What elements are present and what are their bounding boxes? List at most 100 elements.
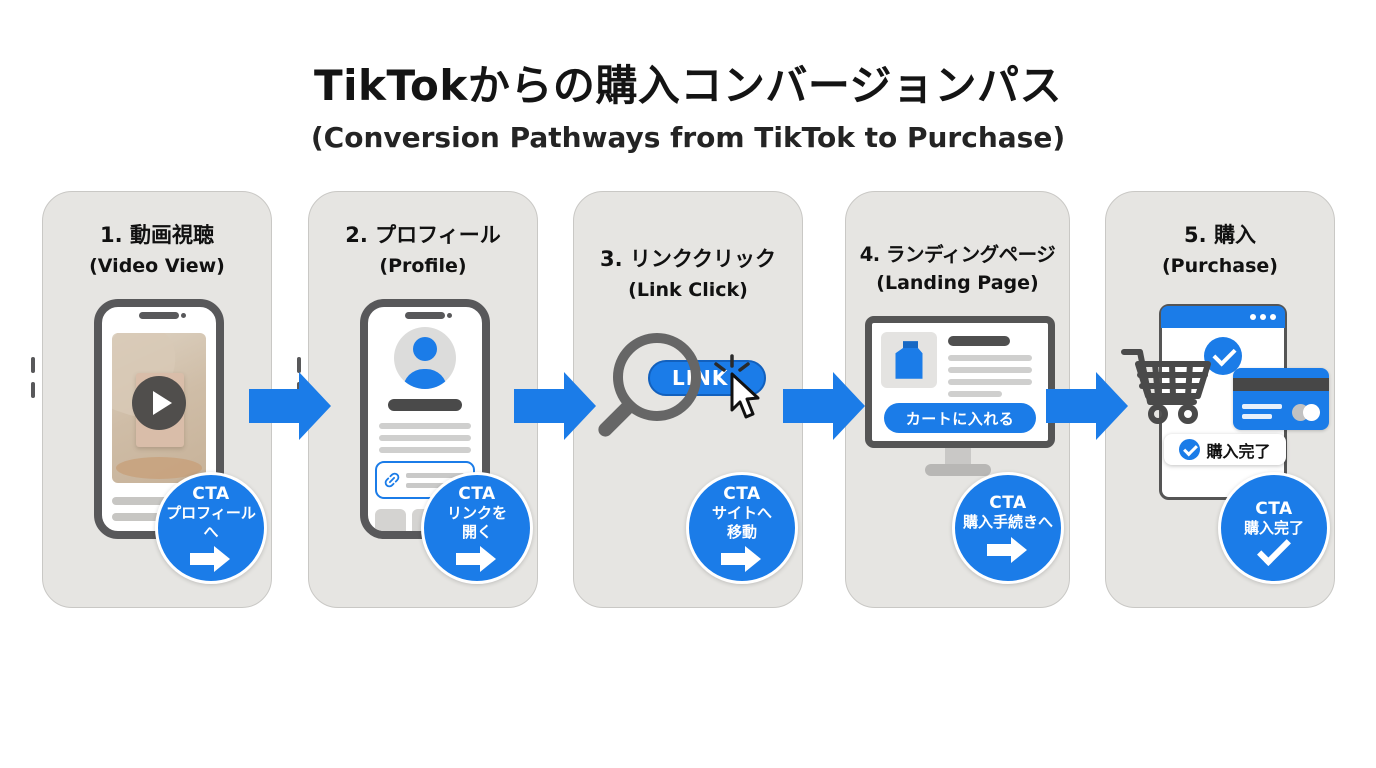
cta-line: 購入手続きへ bbox=[962, 513, 1053, 532]
cta-label: CTA bbox=[1255, 498, 1293, 519]
page-subtitle: (Conversion Pathways from TikTok to Purc… bbox=[310, 121, 1066, 154]
step-card-landing-page: 4. ランディングページ (Landing Page) カートに入れる CTA … bbox=[845, 191, 1070, 608]
phone-side-button bbox=[297, 357, 301, 373]
bio-link-box bbox=[375, 461, 475, 499]
link-icon bbox=[384, 472, 400, 488]
add-to-cart-label: カートに入れる bbox=[905, 409, 1015, 428]
step-card-video-view: 1. 動画視聴 (Video View) CTA プロフィール へ bbox=[31, 191, 272, 608]
play-icon bbox=[132, 376, 186, 430]
bio-text-line bbox=[379, 435, 471, 441]
phone-notch-icon bbox=[405, 312, 445, 319]
cta-line: サイトへ bbox=[711, 503, 772, 522]
cta-badge-go-to-site: CTA サイトへ 移動 bbox=[686, 472, 798, 584]
person-icon bbox=[403, 369, 447, 389]
step-title-ja: 5. 購入 bbox=[1184, 223, 1256, 247]
step-title-en: (Profile) bbox=[379, 254, 467, 277]
step-title-en: (Landing Page) bbox=[876, 272, 1039, 295]
phone-camera-icon bbox=[447, 313, 452, 318]
arrow-right-icon bbox=[987, 536, 1029, 563]
page-header: TikTokからの購入コンバージョンパス (Conversion Pathway… bbox=[0, 52, 1376, 154]
cursor-click-icon bbox=[710, 354, 774, 434]
phone-notch-icon bbox=[139, 312, 179, 319]
monitor-base bbox=[924, 464, 991, 476]
step-title-en: (Link Click) bbox=[628, 278, 748, 301]
photo-tray bbox=[116, 457, 202, 479]
monitor-stand bbox=[944, 448, 971, 464]
bio-text-line bbox=[379, 423, 471, 429]
cta-badge-to-checkout: CTA 購入手続きへ bbox=[952, 472, 1064, 584]
magnifier-handle-icon bbox=[595, 398, 637, 440]
cta-badge-purchase-complete: CTA 購入完了 bbox=[1218, 472, 1330, 584]
cta-badge-open-link: CTA リンクを 開く bbox=[421, 472, 533, 584]
cta-label: CTA bbox=[458, 483, 496, 504]
product-image bbox=[881, 332, 937, 388]
click-spark-icon bbox=[714, 354, 750, 372]
check-icon bbox=[1257, 532, 1291, 567]
step-card-profile: 2. プロフィール (Profile) bbox=[297, 191, 538, 608]
browser-dot-icon bbox=[1260, 314, 1266, 320]
step-heading: 5. 購入 (Purchase) bbox=[1106, 192, 1334, 280]
product-text-line bbox=[948, 379, 1032, 385]
purchase-complete-badge: 購入完了 bbox=[1164, 434, 1286, 465]
link-text-lines bbox=[406, 472, 464, 488]
cta-line: 開く bbox=[461, 522, 492, 541]
card-stripe bbox=[1233, 378, 1329, 391]
browser-dot-icon bbox=[1250, 314, 1256, 320]
shopping-cart-icon bbox=[1120, 344, 1214, 430]
step-card-purchase: 5. 購入 (Purchase) bbox=[1105, 191, 1335, 608]
step-title-ja: 1. 動画視聴 bbox=[100, 223, 214, 247]
arrow-right-icon bbox=[721, 546, 763, 573]
cta-line: 購入完了 bbox=[1243, 518, 1304, 537]
check-icon bbox=[1179, 439, 1201, 460]
step-title-ja: 4. ランディングページ bbox=[859, 243, 1056, 266]
cta-line: プロフィール bbox=[166, 503, 256, 522]
product-text-line bbox=[948, 391, 1002, 397]
step-card-link-click: 3. リンククリック (Link Click) LINK CTA サイトへ 移動 bbox=[573, 191, 803, 608]
product-pouch-icon bbox=[895, 341, 923, 379]
person-icon bbox=[413, 337, 437, 361]
step-title-en: (Video View) bbox=[89, 254, 225, 277]
step-heading: 4. ランディングページ (Landing Page) bbox=[846, 192, 1069, 298]
bio-text-line bbox=[379, 447, 471, 453]
cta-line: 移動 bbox=[726, 522, 757, 541]
flow-arrow-icon bbox=[249, 372, 331, 440]
badge-label: 購入完了 bbox=[1206, 441, 1271, 461]
browser-dot-icon bbox=[1270, 314, 1276, 320]
magnifier-icon bbox=[613, 333, 701, 421]
cta-badge-to-profile: CTA プロフィール へ bbox=[155, 472, 267, 584]
step-title-ja: 3. リンククリック bbox=[599, 247, 777, 271]
username-bar bbox=[388, 399, 462, 411]
profile-avatar-icon bbox=[394, 327, 456, 389]
flow-arrow-icon bbox=[514, 372, 596, 440]
flow-arrow-icon bbox=[783, 372, 865, 440]
phone-side-button bbox=[31, 382, 35, 398]
arrow-right-icon bbox=[190, 546, 232, 573]
page-title: TikTokからの購入コンバージョンパス bbox=[314, 61, 1062, 110]
phone-side-button bbox=[31, 357, 35, 373]
card-text-line bbox=[1242, 404, 1282, 409]
card-logo-icon bbox=[1303, 404, 1320, 421]
caption-line bbox=[112, 513, 192, 521]
step-heading: 2. プロフィール (Profile) bbox=[309, 192, 537, 280]
monitor-icon: カートに入れる bbox=[865, 316, 1055, 448]
step-title-ja: 2. プロフィール bbox=[345, 223, 501, 247]
card-text-line bbox=[1242, 414, 1272, 419]
product-text-line bbox=[948, 367, 1032, 373]
cta-label: CTA bbox=[989, 493, 1027, 514]
cta-line: へ bbox=[203, 522, 219, 541]
caption-line bbox=[112, 497, 192, 505]
arrow-right-icon bbox=[456, 546, 498, 573]
flow-arrow-icon bbox=[1046, 372, 1128, 440]
cta-label: CTA bbox=[723, 483, 761, 504]
product-text-line bbox=[948, 355, 1032, 361]
product-title-bar bbox=[948, 336, 1010, 346]
step-heading: 3. リンククリック (Link Click) bbox=[574, 192, 802, 304]
cta-label: CTA bbox=[192, 483, 230, 504]
credit-card-icon bbox=[1233, 368, 1329, 430]
phone-camera-icon bbox=[181, 313, 186, 318]
add-to-cart-button: カートに入れる bbox=[884, 403, 1036, 433]
cta-line: リンクを bbox=[446, 503, 507, 522]
browser-header-bar bbox=[1161, 306, 1285, 328]
phone-frame-icon bbox=[94, 299, 224, 539]
